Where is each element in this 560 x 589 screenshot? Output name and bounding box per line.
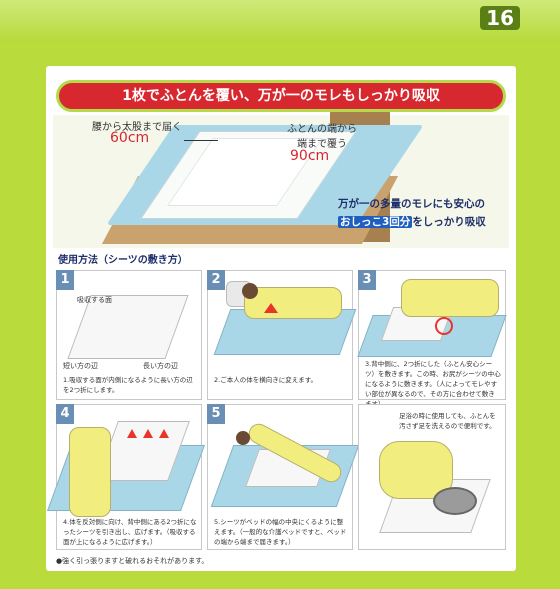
- step-number: 2: [207, 270, 225, 290]
- person-side: [69, 427, 111, 517]
- step-number: 4: [56, 404, 74, 424]
- label-waist: 腰から太股まで届く: [92, 122, 182, 133]
- up-arrow-icon: [127, 429, 137, 438]
- step-caption: 4.体を反対側に向け、背中側にある2つ折になったシーツを引き出し、広げます。（吸…: [63, 518, 197, 546]
- footnote: ●強く引っ張りますと破れるおそれがあります。: [56, 557, 209, 565]
- label-absorb: 吸収する面: [77, 296, 112, 304]
- label-edge: ふとんの端から 端まで覆う: [287, 124, 357, 150]
- up-arrow-icon: [143, 429, 153, 438]
- turn-arrow-icon: [264, 303, 278, 313]
- callout-line2-rest: をしっかり吸収: [412, 216, 486, 228]
- headline-banner: 1枚でふとんを覆い、万が一のモレもしっかり吸収: [56, 80, 506, 112]
- step-caption: 5.シーツがベッドの幅の中央にくるように整えます。（一般的な介護ベッドですと、ベ…: [214, 518, 347, 546]
- callout-line2: おしっこ3回分をしっかり吸収: [338, 213, 498, 231]
- label-short-side: 短い方の辺: [63, 362, 98, 370]
- step-number: 1: [56, 270, 74, 290]
- step-5-card: 5 5.シーツがベッドの幅の中央にくるように整えます。（一般的な介護ベッドですと…: [207, 404, 360, 550]
- step-caption: 2.ご本人の体を横向きに変えます。: [214, 376, 318, 384]
- count-badge: 16: [480, 6, 520, 30]
- tip-caption: 足浴の時に使用しても、ふとんを汚さず足を洗えるので便利です。: [399, 412, 496, 430]
- person-lying: [244, 287, 342, 319]
- headline-text: 1枚でふとんを覆い、万が一のモレもしっかり吸収: [122, 88, 440, 104]
- step-number: 5: [207, 404, 225, 424]
- callout-line1: 万が一の多量のモレにも安心の: [338, 198, 485, 210]
- step-2-card: 2 2.ご本人の体を横向きに変えます。: [207, 270, 357, 400]
- hip-target-icon: [435, 317, 453, 335]
- person-head: [236, 431, 250, 445]
- step-1-card: 1 吸収する面 短い方の辺 長い方の辺 1.吸収する面が内側になるように長い方の…: [56, 270, 202, 400]
- up-arrow-icon: [159, 429, 169, 438]
- washbasin-icon: [433, 487, 477, 515]
- label-long-side: 長い方の辺: [143, 362, 178, 370]
- step-caption: 3.背中側に、2つ折にした（ふとん安心シーツ）を敷きます。この時、お尻がシーツの…: [365, 360, 501, 408]
- callout-highlight: おしっこ3回分: [338, 216, 413, 228]
- callout: 万が一の多量のモレにも安心の おしっこ3回分をしっかり吸収: [338, 195, 498, 233]
- step-number: 3: [358, 270, 376, 290]
- step-4-card: 4 4.体を反対側に向け、背中側にある2つ折になったシーツを引き出し、広げます。…: [46, 404, 206, 550]
- step-3-card: 3 3.背中側に、2つ折にした（ふとん安心シーツ）を敷きます。この時、お尻がシー…: [357, 270, 507, 408]
- step-caption: 1.吸収する面が内側になるように長い方の辺を2つ折にします。: [63, 376, 193, 394]
- dim-short: 60cm: [110, 130, 150, 146]
- person-head: [242, 283, 258, 299]
- package-top-seal: [0, 0, 560, 42]
- dim-short-line: [184, 140, 218, 141]
- dim-long: 90cm: [290, 148, 330, 164]
- person-side: [401, 279, 499, 317]
- section-title: 使用方法（シーツの敷き方）: [58, 252, 188, 270]
- tip-card: 足浴の時に使用しても、ふとんを汚さず足を洗えるので便利です。: [358, 404, 506, 550]
